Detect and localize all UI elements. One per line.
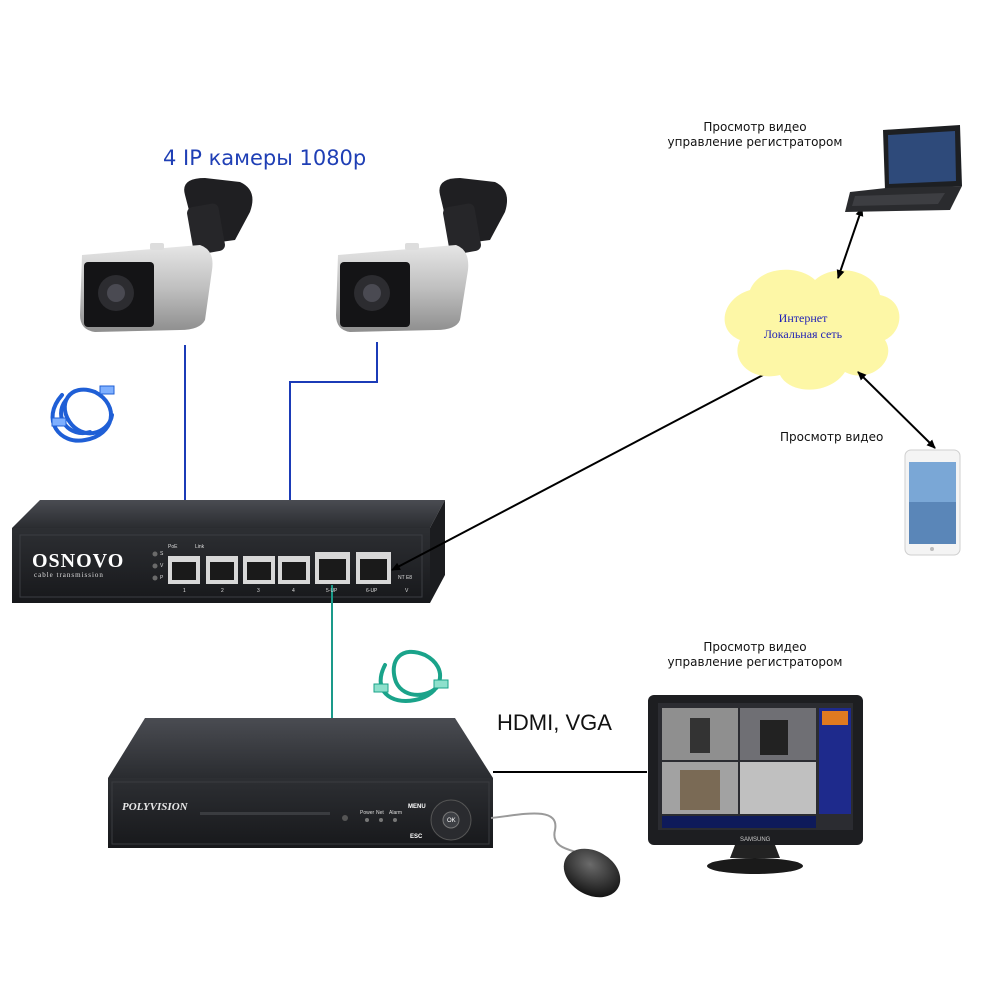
switch-port-2: 2 <box>221 588 224 594</box>
nvr-ok-button: OK <box>447 818 456 824</box>
cloud-laptop-arrow <box>836 207 864 279</box>
monitor-brand: SAMSUNG <box>740 837 771 843</box>
switch-port-3: 3 <box>257 588 260 594</box>
camera-2-link <box>289 342 378 500</box>
laptop <box>845 125 962 212</box>
switch-port-5: 5-UP <box>326 588 338 594</box>
switch-brand: OSNOVO <box>32 550 125 572</box>
cloud-phone-arrow <box>857 371 936 449</box>
nvr-esc-button: ESC <box>410 834 423 840</box>
nvr-brand: POLYVISION <box>122 801 188 813</box>
smartphone <box>904 449 961 556</box>
mouse <box>563 848 621 898</box>
nvr-power-label: Power <box>360 810 375 816</box>
ip-camera-1 <box>80 178 253 332</box>
switch-mode-label: NT E8 <box>398 575 413 581</box>
monitor <box>648 695 863 874</box>
switch-v-label: V <box>405 588 409 594</box>
monitor-label: Просмотр видео управление регистратором <box>665 640 845 670</box>
laptop-label-line1: Просмотр видео <box>703 120 807 134</box>
laptop-label-line2: управление регистратором <box>667 135 843 149</box>
nvr-menu-button: MENU <box>408 804 426 810</box>
switch-port-6: 6-UP <box>366 588 378 594</box>
switch-led-s: S <box>160 551 164 557</box>
nvr-net-label: Net <box>376 810 384 816</box>
nvr-recorder <box>108 718 493 848</box>
switch-internet-arrow <box>391 364 783 571</box>
mouse-cable <box>490 812 586 856</box>
switch-ports <box>168 552 391 584</box>
switch-subtitle: cable transmission <box>34 571 104 579</box>
poe-switch <box>12 500 445 603</box>
monitor-video-grid <box>662 708 816 814</box>
blue-patch-cable <box>50 385 115 443</box>
switch-link-label: Link <box>195 544 205 550</box>
switch-led-v: V <box>160 563 164 569</box>
cameras-title: 4 IP камеры 1080p <box>163 146 367 170</box>
switch-poe-label: PoE <box>168 544 178 550</box>
cloud-label-line2: Локальная сеть <box>763 327 843 341</box>
monitor-label-line1: Просмотр видео <box>703 640 807 654</box>
laptop-label: Просмотр видео управление регистратором <box>665 120 845 150</box>
internet-cloud <box>724 269 900 390</box>
cloud-label-line1: Интернет <box>778 311 828 325</box>
switch-port-4: 4 <box>292 588 295 594</box>
teal-patch-cable <box>373 649 449 703</box>
switch-port-1: 1 <box>183 588 186 594</box>
hdmi-vga-label: HDMI, VGA <box>497 710 612 735</box>
ip-camera-2 <box>336 178 508 332</box>
nvr-alarm-label: Alarm <box>389 810 403 816</box>
phone-label: Просмотр видео <box>780 430 884 444</box>
switch-led-p: P <box>160 575 164 581</box>
cloud-label: Интернет Локальная сеть <box>748 310 858 342</box>
monitor-label-line2: управление регистратором <box>667 655 843 669</box>
